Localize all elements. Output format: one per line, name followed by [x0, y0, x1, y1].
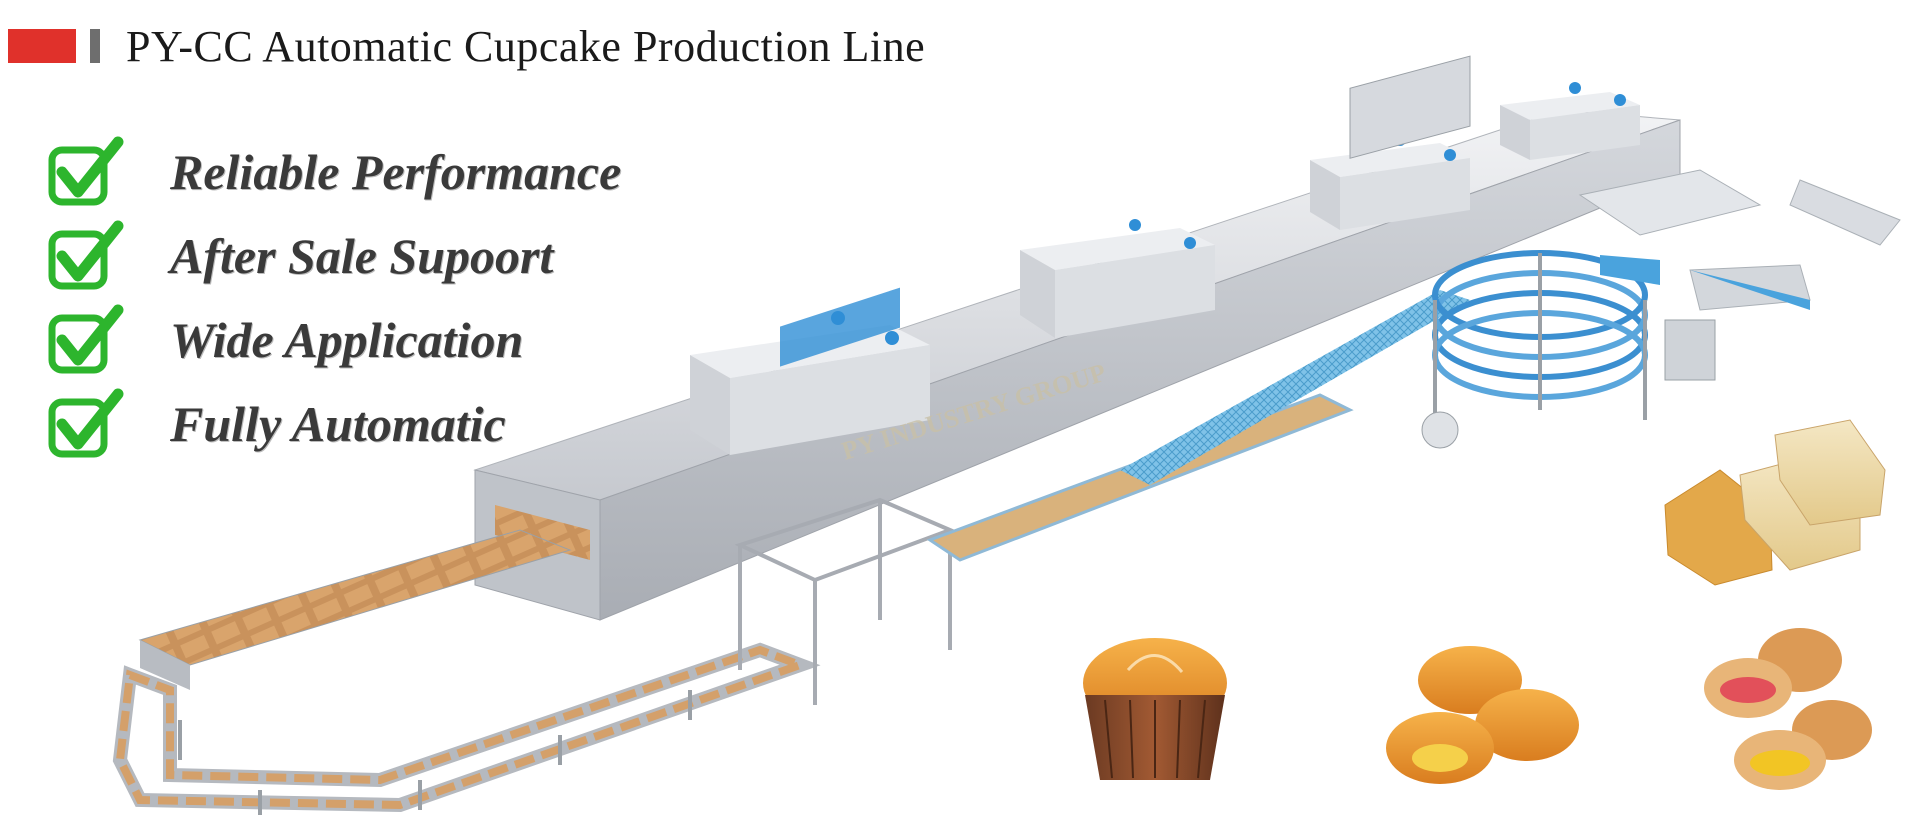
check-box-icon: [48, 220, 124, 290]
feature-label: Reliable Performance: [170, 144, 622, 200]
title-accent-block: [8, 29, 76, 63]
feature-label: After Sale Supoort: [170, 228, 554, 284]
feature-item: After Sale Supoort: [48, 214, 621, 298]
round-cakes-image: [1386, 646, 1579, 784]
packaging-machines: [1349, 55, 1901, 449]
feature-label: Fully Automatic: [170, 396, 506, 452]
check-box-icon: [48, 388, 124, 458]
feature-item: Fully Automatic: [48, 382, 621, 466]
cupcake-image: [1083, 638, 1227, 780]
feature-item: Reliable Performance: [48, 130, 621, 214]
features-list: Reliable Performance After Sale Supoort …: [48, 130, 621, 466]
page-title: PY-CC Automatic Cupcake Production Line: [126, 21, 926, 71]
header: PY-CC Automatic Cupcake Production Line: [8, 21, 926, 71]
feature-item: Wide Application: [48, 298, 621, 382]
filled-cakes-image: [1704, 628, 1872, 790]
check-box-icon: [48, 304, 124, 374]
burner-boxes: [690, 82, 1640, 455]
sponge-cake-slices-image: [1664, 419, 1886, 586]
conveyor-middle: [926, 290, 1470, 562]
feature-label: Wide Application: [170, 312, 524, 368]
conveyor-front: [112, 529, 821, 815]
check-box-icon: [48, 136, 124, 206]
title-divider: [90, 29, 100, 63]
spiral-cooler: [1432, 250, 1648, 420]
